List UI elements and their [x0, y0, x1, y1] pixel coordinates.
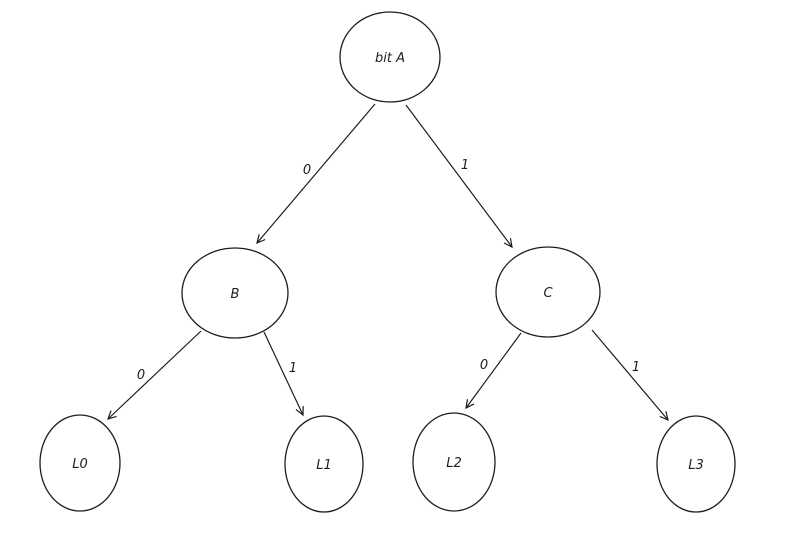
nodes: bit A B C L0 L1 L2	[39, 11, 736, 513]
node-l1-label: L1	[316, 458, 332, 473]
node-l3-label: L3	[688, 458, 704, 473]
edge-label-b-l0: 0	[137, 368, 145, 383]
edge-label-c-l3: 1	[632, 360, 640, 375]
node-bit-a: bit A	[339, 11, 441, 103]
node-b-shape	[181, 247, 289, 339]
edge-label-a-b: 0	[303, 163, 311, 178]
node-c-label: C	[543, 286, 553, 301]
node-l2-label: L2	[446, 456, 462, 471]
node-l0-label: L0	[72, 457, 88, 472]
node-l3: L3	[656, 415, 736, 513]
edge-label-a-c: 1	[461, 158, 469, 173]
edge-a-b	[256, 103, 376, 245]
node-l2: L2	[412, 412, 496, 512]
node-c: C	[495, 246, 601, 338]
node-l1: L1	[284, 415, 364, 513]
node-l1-shape	[284, 415, 364, 513]
node-bit-a-label: bit A	[375, 51, 405, 66]
node-l2-shape	[412, 412, 496, 512]
node-bit-a-shape	[339, 11, 441, 103]
edge-label-b-l1: 1	[289, 361, 297, 376]
node-l0-shape	[39, 414, 121, 512]
node-c-shape	[495, 246, 601, 338]
edge-label-c-l2: 0	[480, 358, 488, 373]
edge-labels: 0 1 0 1 0 1	[137, 158, 640, 383]
edge-c-l3	[591, 329, 669, 422]
node-l3-shape	[656, 415, 736, 513]
node-l0: L0	[39, 414, 121, 512]
edge-c-l2	[465, 332, 522, 410]
node-b-label: B	[231, 287, 240, 302]
edge-a-c	[405, 104, 513, 249]
edge-b-l1	[263, 331, 304, 417]
edges	[107, 103, 669, 422]
edge-b-l0	[107, 330, 202, 420]
node-b: B	[181, 247, 289, 339]
